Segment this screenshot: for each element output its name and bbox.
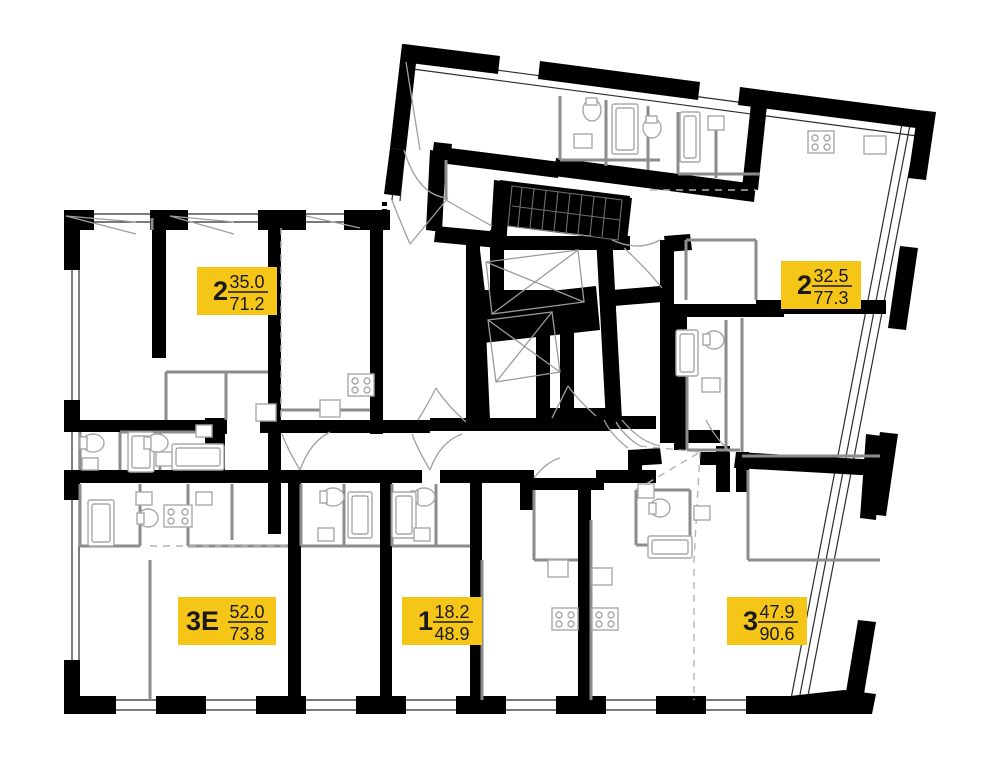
toilet-icon [582, 97, 602, 122]
bathtub-icon [679, 111, 701, 163]
apartment-badge[interactable]: 3Е 52.0 73.8 [178, 597, 276, 645]
sink-icon [707, 115, 725, 131]
apartment-badge[interactable]: 2 35.0 71.2 [197, 267, 277, 315]
toilet-icon [319, 487, 345, 507]
badge-room-count: 2 [797, 270, 812, 300]
apartment-badge[interactable]: 2 32.5 77.3 [781, 261, 861, 309]
stove-icon [551, 607, 579, 631]
badge-room-count: 1 [418, 606, 433, 636]
bathtub-icon [171, 443, 225, 471]
toilet-icon [143, 433, 169, 453]
badge-total-area: 73.8 [229, 624, 264, 644]
badge-room-count: 2 [213, 276, 228, 306]
sink-icon [863, 135, 887, 155]
bathtub-icon [347, 491, 373, 539]
sink-icon [547, 559, 569, 578]
sink-icon [573, 133, 593, 149]
badge-total-area: 90.6 [759, 624, 794, 644]
sink-icon [317, 527, 335, 542]
stove-icon [591, 607, 619, 631]
stove-icon [807, 130, 835, 154]
badge-background [781, 261, 861, 309]
badge-total-area: 48.9 [434, 624, 469, 644]
fixture-group [79, 97, 887, 631]
sink-icon [693, 505, 711, 521]
bathtub-icon [391, 491, 417, 539]
toilet-icon [642, 115, 662, 139]
badge-room-count: 3 [743, 606, 758, 636]
interior-wall-group [64, 94, 886, 710]
sink-icon [413, 527, 431, 542]
badge-living-area: 32.5 [813, 266, 848, 286]
badge-living-area: 47.9 [759, 602, 794, 622]
sink-icon [319, 399, 341, 418]
toilet-icon [702, 330, 725, 350]
core-elevator-stairs-group [485, 185, 623, 383]
badge-background [197, 267, 277, 315]
toilet-icon [79, 433, 105, 453]
badge-background [178, 597, 276, 645]
sink-icon [255, 403, 277, 422]
badge-total-area: 71.2 [229, 294, 264, 314]
badge-background [727, 597, 807, 645]
apartment-badge[interactable]: 1 18.2 48.9 [402, 597, 482, 645]
bathtub-icon [611, 103, 639, 155]
sink-icon [701, 377, 721, 393]
sink-icon [195, 424, 213, 438]
badge-living-area: 18.2 [434, 602, 469, 622]
apartment-boundary-dashed-group [150, 189, 756, 700]
sink-icon [591, 567, 613, 586]
badge-room-count: 3Е [186, 606, 219, 636]
hatched-wall-icon [382, 202, 388, 227]
badge-total-area: 77.3 [813, 288, 848, 308]
sink-icon [195, 491, 213, 506]
badge-living-area: 35.0 [229, 272, 264, 292]
stove-icon [163, 504, 193, 528]
apartment-badge[interactable]: 3 47.9 90.6 [727, 597, 807, 645]
sink-icon [135, 491, 153, 506]
bathtub-icon [87, 499, 115, 547]
badge-living-area: 52.0 [229, 602, 264, 622]
sink-icon [637, 483, 655, 499]
toilet-icon [648, 498, 671, 518]
bathtub-icon [675, 329, 699, 377]
sink-icon [81, 457, 99, 471]
bathtub-icon [647, 535, 693, 559]
toilet-icon [136, 508, 159, 528]
badge-background [402, 597, 482, 645]
stove-icon [347, 373, 375, 397]
door-arc-group [65, 61, 731, 479]
apartment-badge-group[interactable]: 2 35.0 71.2 2 32.5 77.3 3Е 52.0 73.8 1 1… [178, 261, 861, 645]
